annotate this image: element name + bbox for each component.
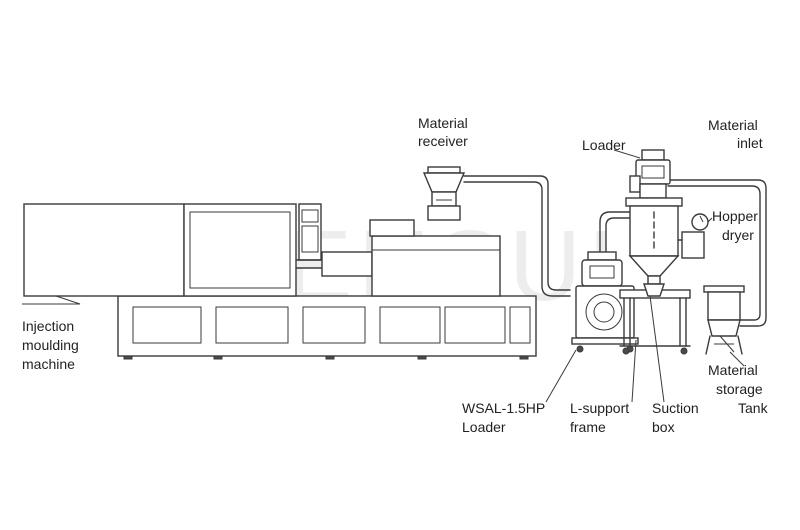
loader-on-dryer xyxy=(613,149,671,199)
base-panel xyxy=(215,306,289,344)
barrel-heater xyxy=(321,251,373,277)
pipe-receiver-to-loader-inner xyxy=(463,181,571,297)
labels: Injection moulding machine Material rece… xyxy=(22,115,769,435)
loader-top-unit xyxy=(581,259,623,287)
label-tank-line-1: Material xyxy=(708,362,758,378)
receiver-body xyxy=(431,191,457,207)
leader-wsal-loader xyxy=(545,349,577,403)
label-wsal-line-2: Loader xyxy=(462,419,506,435)
injection-moulding-machine xyxy=(22,203,537,360)
label-injection-line-2: moulding xyxy=(22,337,79,353)
base-panel xyxy=(509,306,531,344)
receiver-flange xyxy=(427,205,461,221)
top-loader-cap xyxy=(641,149,665,161)
pipe-inlet-to-tank xyxy=(667,179,767,327)
machine-foot xyxy=(519,355,529,360)
control-keys xyxy=(301,225,319,253)
label-dryer-line-2: dryer xyxy=(722,227,754,243)
material-storage-tank xyxy=(703,285,745,367)
wsal-loader xyxy=(545,251,639,403)
thermometer-needle xyxy=(699,215,704,223)
label-receiver-line-2: receiver xyxy=(418,133,468,149)
material-receiver xyxy=(422,166,466,221)
leader-l-support xyxy=(631,339,637,403)
leader-loader xyxy=(613,149,641,159)
leader-injection-machine xyxy=(22,295,81,305)
machine-foot xyxy=(213,355,223,360)
label-dryer-line-1: Hopper xyxy=(712,208,758,224)
frame-caster xyxy=(622,347,630,355)
label-frame-line-2: frame xyxy=(570,419,606,435)
suction-box-body xyxy=(643,283,665,297)
tank-lid xyxy=(703,285,745,293)
label-tank-line-3: Tank xyxy=(738,400,769,416)
leader-hopper-dryer xyxy=(707,217,713,223)
loader-base xyxy=(571,337,639,345)
label-injection-line-1: Injection xyxy=(22,318,74,334)
base-panel xyxy=(132,306,202,344)
top-loader-side xyxy=(629,175,641,193)
tank-outlet-pipe xyxy=(719,335,735,353)
loader-cap xyxy=(587,251,617,261)
loader-blower-housing xyxy=(585,293,623,331)
pipe-receiver-to-loader xyxy=(463,175,571,291)
hopper-dryer xyxy=(625,197,713,285)
loader-filter xyxy=(589,265,615,279)
label-loader-top: Loader xyxy=(582,137,626,153)
frame-caster xyxy=(680,347,688,355)
tank-body xyxy=(707,291,741,321)
l-support-frame xyxy=(619,289,691,403)
mould-area xyxy=(183,203,297,297)
base-panel xyxy=(379,306,441,344)
tank-leg xyxy=(705,335,711,355)
control-screen xyxy=(301,209,319,223)
label-inlet-line-1: Material xyxy=(708,117,758,133)
machine-foot xyxy=(325,355,335,360)
machine-foot xyxy=(417,355,427,360)
label-receiver-line-1: Material xyxy=(418,115,468,131)
top-loader-window xyxy=(641,165,665,179)
loader-caster xyxy=(576,345,584,353)
label-suction-line-1: Suction xyxy=(652,400,699,416)
leader-suction-box xyxy=(649,295,665,403)
pipe-inlet-to-tank-inner xyxy=(667,185,761,321)
dryer-outlet xyxy=(647,275,661,285)
tank-leg xyxy=(737,335,743,355)
feed-throat xyxy=(369,219,415,237)
label-inlet-line-2: inlet xyxy=(737,135,763,151)
injection-unit xyxy=(371,235,501,297)
dryer-cone xyxy=(628,255,680,277)
label-wsal-line-1: WSAL-1.5HP xyxy=(462,400,545,416)
receiver-lid xyxy=(427,166,461,174)
leader-storage-tank xyxy=(729,351,745,367)
label-injection-line-3: machine xyxy=(22,356,75,372)
top-loader-neck xyxy=(639,183,667,199)
conveying-pipes xyxy=(463,175,767,327)
machine-base xyxy=(117,295,537,357)
clamp-unit xyxy=(23,203,185,297)
machine-foot xyxy=(123,355,133,360)
pipe-loader-to-hopper-inner xyxy=(605,217,631,259)
suction-box xyxy=(643,283,665,403)
label-frame-line-1: L-support xyxy=(570,400,629,416)
safety-window xyxy=(189,211,291,289)
top-loader-body xyxy=(635,159,671,185)
pipe-loader-to-hopper xyxy=(599,211,631,259)
receiver-hopper-cone xyxy=(422,172,466,193)
base-panel xyxy=(444,306,506,344)
label-tank-line-2: storage xyxy=(716,381,763,397)
loader-blower-inner xyxy=(593,301,615,323)
base-panel xyxy=(302,306,366,344)
dryer-lid xyxy=(625,197,683,207)
tank-cone xyxy=(707,319,741,337)
label-suction-line-2: box xyxy=(652,419,675,435)
dryer-heater-box xyxy=(681,231,705,259)
